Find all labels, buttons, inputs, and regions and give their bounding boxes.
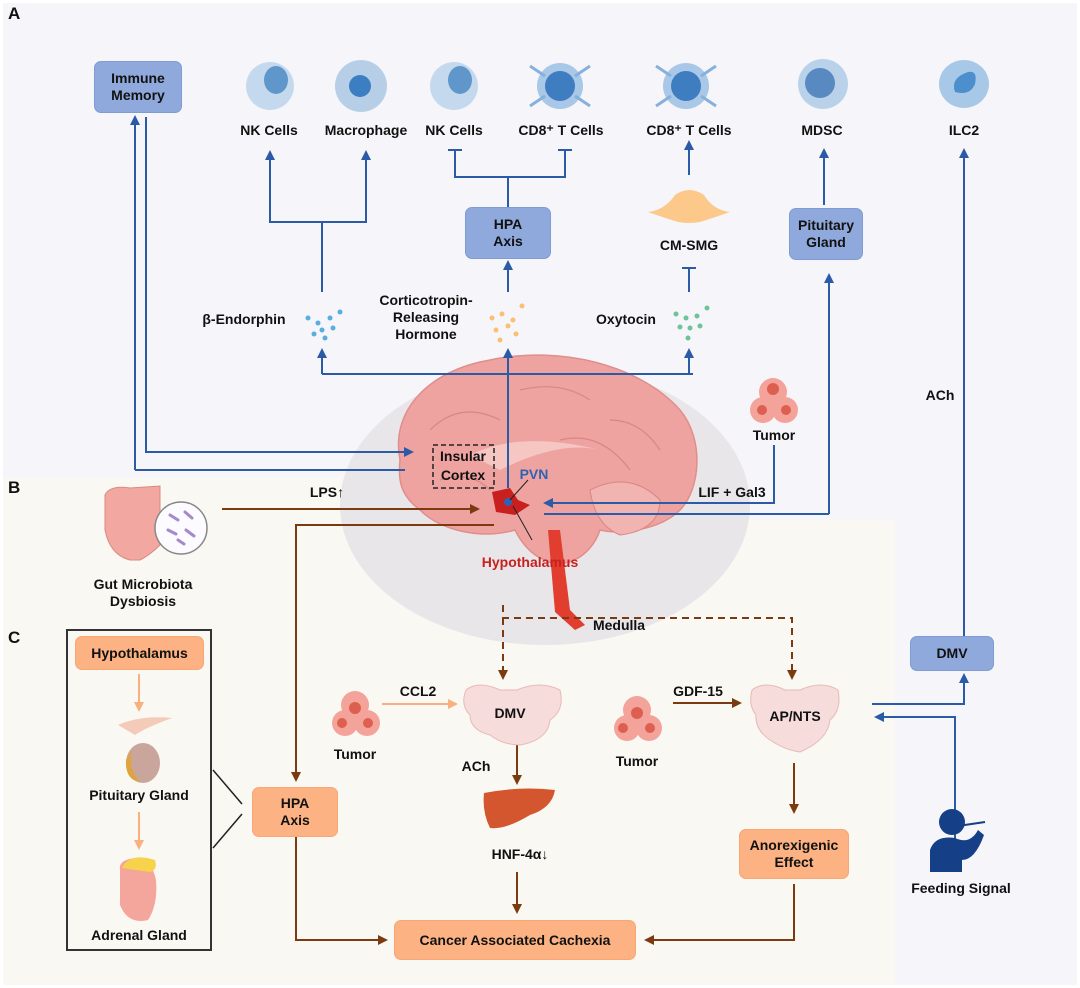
feeding-person-icon	[930, 809, 986, 872]
tumor-icon	[614, 696, 662, 741]
adrenal-gland-label: Adrenal Gland	[91, 927, 187, 943]
cm-smg-label: CM-SMG	[659, 237, 719, 253]
dmv-box-right: DMV	[910, 636, 994, 671]
oxytocin-dots-icon	[673, 305, 710, 341]
panel-label-c: C	[8, 628, 21, 647]
crh-label: Corticotropin- Releasing Hormone	[379, 292, 473, 342]
tumor-label-2: Tumor	[615, 753, 659, 769]
adrenal-gland-icon	[119, 857, 157, 921]
tumor-label-top: Tumor	[752, 427, 796, 443]
ach-label-c: ACh	[461, 758, 491, 774]
pituitary-gland-box-top: Pituitary Gland	[789, 208, 863, 260]
t-cell-icon	[529, 63, 591, 109]
hpa-axis-box-top: HPA Axis	[465, 207, 551, 259]
oxytocin-label: Oxytocin	[596, 311, 656, 327]
cell-label-cd8-1: CD8⁺ T Cells	[518, 122, 604, 138]
beta-endorphin-dots-icon	[305, 309, 343, 341]
pvn-label: PVN	[519, 466, 549, 482]
mdsc-icon	[798, 59, 848, 109]
pituitary-icon	[118, 717, 172, 783]
pvn-pointer	[509, 479, 529, 501]
medulla-label: Medulla	[592, 617, 646, 633]
gut-microbiota-icon	[104, 485, 208, 561]
hypothalamus-box: Hypothalamus	[75, 636, 204, 670]
tumor-icon	[750, 378, 798, 423]
lps-label: LPS↑	[309, 484, 345, 500]
anorexigenic-effect-box: Anorexigenic Effect	[739, 829, 849, 879]
gdf15-label: GDF-15	[673, 683, 723, 699]
gut-microbiota-label: Gut Microbiota Dysbiosis	[93, 576, 193, 609]
nk-cell-icon	[246, 62, 294, 110]
hypothalamus-to-hpa-arrow	[291, 524, 494, 782]
cell-label-nk-2: NK Cells	[425, 122, 483, 138]
cell-label-mdsc: MDSC	[801, 122, 843, 138]
macrophage-icon	[335, 60, 387, 112]
ap-nts-label: AP/NTS	[769, 708, 821, 724]
immune-memory-box: Immune Memory	[94, 61, 182, 113]
cm-smg-neuron-icon	[648, 190, 730, 223]
liver-icon	[483, 788, 555, 829]
hpa-detail-box	[66, 629, 212, 951]
ach-label-right: ACh	[925, 387, 955, 403]
crh-dots-icon	[489, 303, 525, 343]
feeding-signal-label: Feeding Signal	[911, 880, 1011, 896]
cell-label-nk-1: NK Cells	[240, 122, 298, 138]
medulla-dashed-arrow	[502, 605, 797, 680]
cell-label-macrophage: Macrophage	[324, 122, 408, 138]
t-cell-icon	[655, 63, 717, 109]
hnf4a-label: HNF-4α↓	[491, 846, 549, 862]
panel-label-b: B	[8, 478, 21, 497]
tumor-label-1: Tumor	[333, 746, 377, 762]
ilc2-icon	[939, 60, 989, 108]
dmv-label: DMV	[494, 705, 526, 721]
insular-cortex-label: Insular Cortex	[440, 448, 486, 483]
hpa-axis-box: HPA Axis	[252, 787, 338, 837]
hypothalamus-pointer	[512, 505, 533, 541]
arrow-immune-memory-to-insular	[145, 117, 414, 457]
cell-label-ilc2: ILC2	[948, 122, 980, 138]
panel-label-a: A	[8, 4, 21, 23]
dmv-section-icon	[463, 684, 562, 746]
tumor-icon	[332, 691, 380, 736]
cachexia-box: Cancer Associated Cachexia	[394, 920, 636, 960]
lif-gal3-label: LIF + Gal3	[698, 484, 766, 500]
insular-cortex-box	[432, 444, 495, 489]
nk-cell-icon	[430, 62, 478, 110]
pituitary-gland-label: Pituitary Gland	[89, 787, 189, 803]
ap-nts-section-icon	[750, 684, 840, 753]
hypothalamus-label: Hypothalamus	[481, 554, 579, 570]
cell-label-cd8-2: CD8⁺ T Cells	[646, 122, 732, 138]
ccl2-label: CCL2	[399, 683, 437, 699]
beta-endorphin-label: β-Endorphin	[202, 311, 286, 327]
